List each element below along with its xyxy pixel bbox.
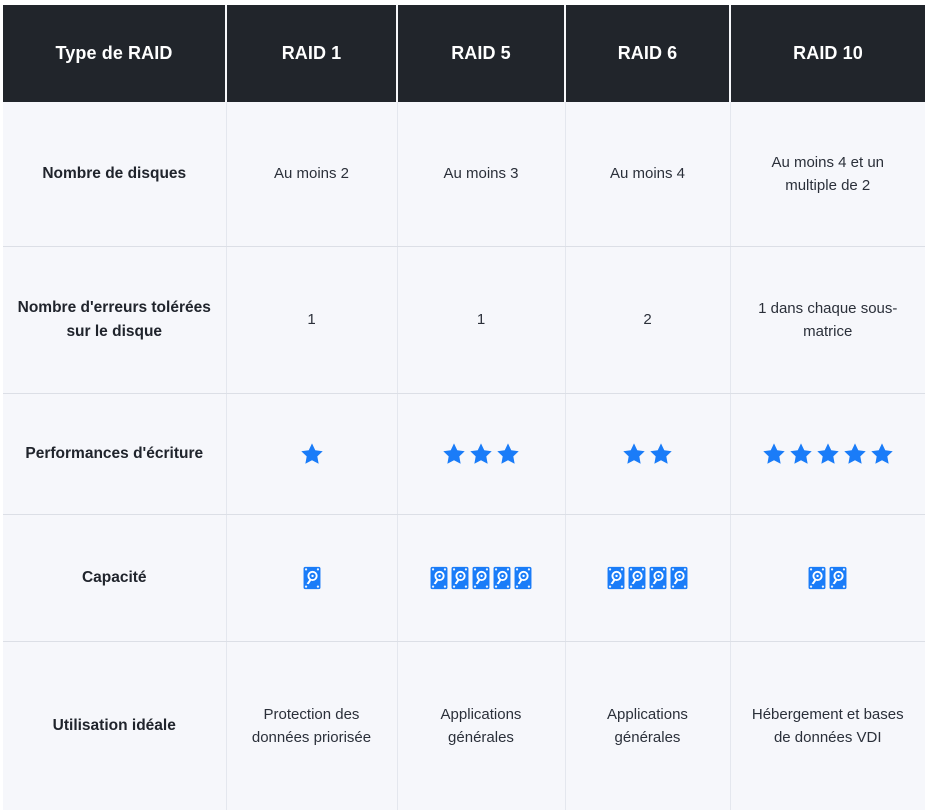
star-rating <box>245 441 379 467</box>
cell-performances-raid10 <box>730 394 925 515</box>
disk-count <box>593 566 703 590</box>
cell-erreurs-raid5: 1 <box>397 247 565 394</box>
column-header-raid5: RAID 5 <box>397 5 565 102</box>
cell-performances-raid1 <box>226 394 397 515</box>
cell-erreurs-raid6: 2 <box>565 247 730 394</box>
column-header-raid6: RAID 6 <box>565 5 730 102</box>
cell-value: 1 dans chaque sous-matrice <box>749 297 908 344</box>
table-row: Performances d'écriture <box>3 394 925 515</box>
star-icon <box>468 441 494 467</box>
cell-utilisation-raid10: Hébergement et bases de données VDI <box>730 642 925 810</box>
hard-disk-icon <box>451 566 469 590</box>
cell-disques-raid5: Au moins 3 <box>397 102 565 247</box>
cell-capacite-raid5 <box>397 515 565 642</box>
cell-value: 1 <box>416 308 547 331</box>
star-icon <box>788 441 814 467</box>
hard-disk-icon <box>808 566 826 590</box>
star-icon <box>648 441 674 467</box>
column-header-raid1: RAID 1 <box>226 5 397 102</box>
star-icon <box>495 441 521 467</box>
cell-value: 1 <box>245 308 379 331</box>
cell-utilisation-raid6: Applications générales <box>565 642 730 810</box>
cell-erreurs-raid10: 1 dans chaque sous-matrice <box>730 247 925 394</box>
row-header-capacite: Capacité <box>3 515 226 642</box>
cell-disques-raid10: Au moins 4 et un multiple de 2 <box>730 102 925 247</box>
hard-disk-icon <box>829 566 847 590</box>
hard-disk-icon <box>472 566 490 590</box>
cell-utilisation-raid5: Applications générales <box>397 642 565 810</box>
cell-value: Au moins 4 <box>584 162 712 185</box>
cell-performances-raid6 <box>565 394 730 515</box>
hard-disk-icon <box>628 566 646 590</box>
cell-value: Au moins 4 et un multiple de 2 <box>749 151 908 198</box>
column-header-type: Type de RAID <box>3 5 226 102</box>
cell-capacite-raid10 <box>730 515 925 642</box>
cell-value: Au moins 3 <box>416 162 547 185</box>
table-row: Capacité <box>3 515 925 642</box>
cell-capacite-raid6 <box>565 515 730 642</box>
disk-count <box>773 566 883 590</box>
disk-count <box>426 566 536 590</box>
row-header-utilisation-ideale: Utilisation idéale <box>3 642 226 810</box>
row-header-nombre-erreurs-tolerees: Nombre d'erreurs tolérées sur le disque <box>3 247 226 394</box>
cell-disques-raid6: Au moins 4 <box>565 102 730 247</box>
row-header-performances-ecriture: Performances d'écriture <box>3 394 226 515</box>
cell-value: 2 <box>584 308 712 331</box>
table-row: Nombre d'erreurs tolérées sur le disque … <box>3 247 925 394</box>
cell-erreurs-raid1: 1 <box>226 247 397 394</box>
raid-comparison-table-container: Type de RAID RAID 1 RAID 5 RAID 6 RAID 1… <box>0 0 928 710</box>
star-rating <box>416 441 547 467</box>
cell-utilisation-raid1: Protection des données priorisée <box>226 642 397 810</box>
column-header-raid10: RAID 10 <box>730 5 925 102</box>
table-row: Nombre de disques Au moins 2 Au moins 3 … <box>3 102 925 247</box>
hard-disk-icon <box>670 566 688 590</box>
star-icon <box>441 441 467 467</box>
table-header: Type de RAID RAID 1 RAID 5 RAID 6 RAID 1… <box>3 5 925 102</box>
table-body: Nombre de disques Au moins 2 Au moins 3 … <box>3 102 925 810</box>
header-row: Type de RAID RAID 1 RAID 5 RAID 6 RAID 1… <box>3 5 925 102</box>
star-icon <box>842 441 868 467</box>
cell-value: Au moins 2 <box>245 162 379 185</box>
hard-disk-icon <box>607 566 625 590</box>
star-icon <box>815 441 841 467</box>
star-icon <box>299 441 325 467</box>
hard-disk-icon <box>303 566 321 590</box>
hard-disk-icon <box>514 566 532 590</box>
star-rating <box>584 441 712 467</box>
table-row: Utilisation idéale Protection des donnée… <box>3 642 925 810</box>
hard-disk-icon <box>649 566 667 590</box>
star-icon <box>761 441 787 467</box>
disk-count <box>257 566 367 590</box>
cell-capacite-raid1 <box>226 515 397 642</box>
star-icon <box>621 441 647 467</box>
cell-performances-raid5 <box>397 394 565 515</box>
raid-comparison-table: Type de RAID RAID 1 RAID 5 RAID 6 RAID 1… <box>3 5 925 810</box>
star-rating <box>749 441 908 467</box>
hard-disk-icon <box>430 566 448 590</box>
cell-disques-raid1: Au moins 2 <box>226 102 397 247</box>
star-icon <box>869 441 895 467</box>
hard-disk-icon <box>493 566 511 590</box>
row-header-nombre-de-disques: Nombre de disques <box>3 102 226 247</box>
